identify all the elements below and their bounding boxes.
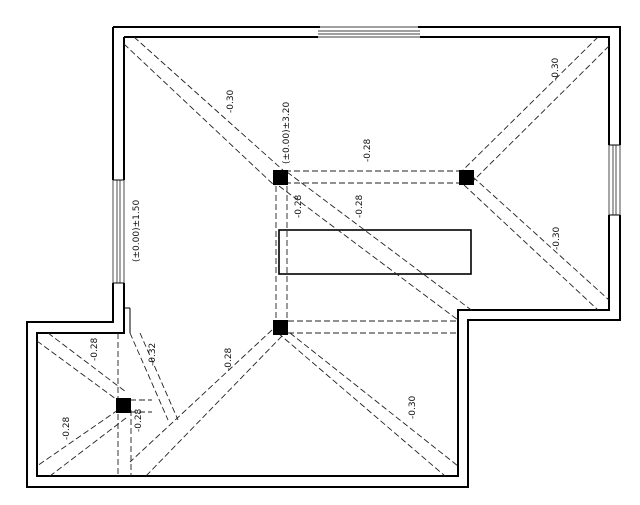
level-label: -0.28 bbox=[294, 194, 304, 218]
level-label: -0.28 bbox=[355, 194, 365, 218]
column-b bbox=[459, 170, 474, 185]
level-label: (±0.00)±1.50 bbox=[132, 200, 142, 262]
level-label: -0.30 bbox=[551, 57, 561, 81]
column-a bbox=[273, 170, 288, 185]
level-label: -0.28 bbox=[62, 416, 72, 440]
level-labels: -0.30 (±0.00)±3.20 -0.28 -0.30 -0.28 -0.… bbox=[62, 57, 562, 440]
column-d bbox=[116, 398, 131, 413]
window-top bbox=[318, 26, 420, 38]
level-label: -0.30 bbox=[408, 395, 418, 419]
column-c bbox=[273, 320, 288, 335]
level-label: -0.28 bbox=[224, 347, 234, 371]
level-label: -0.32 bbox=[148, 343, 158, 366]
window-right bbox=[608, 145, 621, 215]
outer-wall bbox=[26, 26, 621, 488]
level-label: -0.28 bbox=[134, 408, 144, 432]
level-label: (±0.00)±3.20 bbox=[282, 102, 292, 164]
beams bbox=[36, 36, 610, 477]
level-label: -0.28 bbox=[90, 337, 100, 361]
inner-wall-stub bbox=[123, 307, 131, 333]
level-label: -0.28 bbox=[363, 138, 373, 162]
central-opening bbox=[278, 229, 472, 275]
window-left bbox=[112, 180, 125, 283]
level-label: -0.30 bbox=[552, 226, 562, 250]
level-label: -0.30 bbox=[226, 89, 236, 113]
